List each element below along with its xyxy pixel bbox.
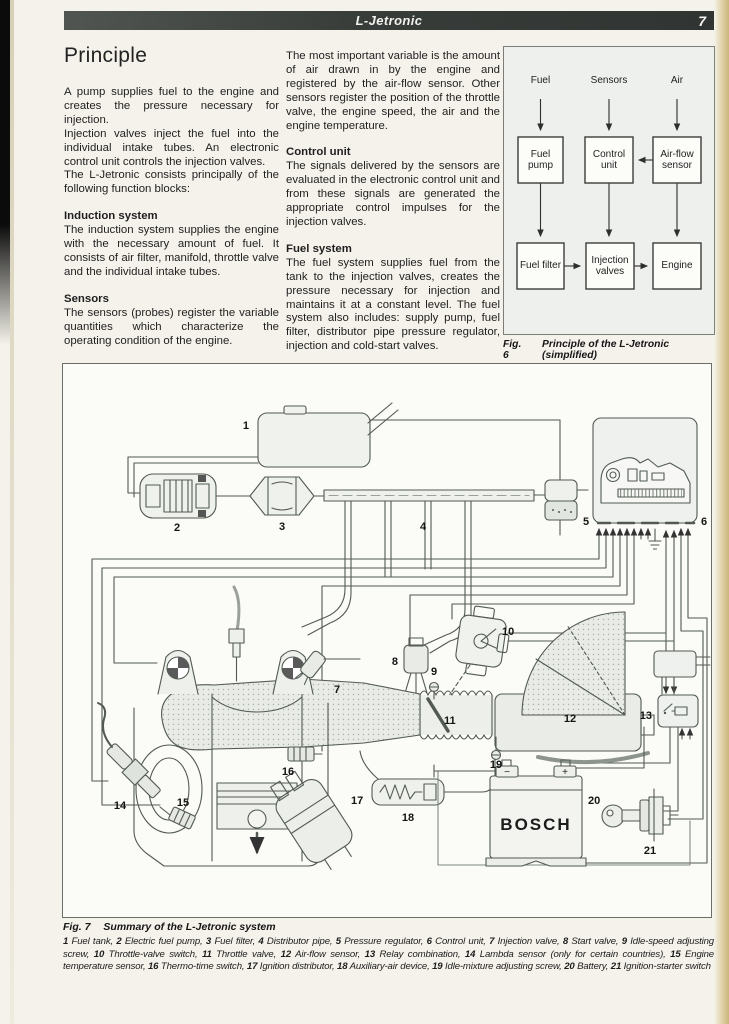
part-label-7: 7 <box>334 684 340 696</box>
legend-item: 16 Thermo-time switch, <box>148 961 247 973</box>
body-paragraph: The most important variable is the amoun… <box>286 50 500 132</box>
legend-item: 7 Injection valve, <box>489 936 563 947</box>
fig6-panel: Fuel Sensors Air Fuel pump Control unit … <box>503 46 715 335</box>
flow-label-fuel: Fuel <box>530 75 551 86</box>
part-label-3: 3 <box>279 521 285 533</box>
legend-item: 20 Battery, <box>564 961 611 973</box>
body-paragraph: The induction system supplies the engine… <box>64 224 279 278</box>
legend-item: 19 Idle-mixture adjusting screw, <box>432 961 565 973</box>
part-label-4: 4 <box>420 521 427 533</box>
header-bar: L-Jetronic 7 <box>64 11 714 30</box>
text-column-middle: The most important variable is the amoun… <box>286 50 500 354</box>
part-label-10: 10 <box>502 626 514 638</box>
part-label-13: 13 <box>640 710 652 722</box>
legend-item: 2 Electric fuel pump, <box>116 936 206 947</box>
scan-edge-left <box>0 0 10 345</box>
part-label-18: 18 <box>402 812 414 824</box>
fig7-caption: Fig. 7 Summary of the L-Jetronic system … <box>63 921 714 974</box>
battery-minus-sign: − <box>504 767 510 778</box>
section-heading-control-unit: Control unit <box>286 146 351 159</box>
page-number: 7 <box>698 12 706 29</box>
part-label-17: 17 <box>351 795 363 807</box>
body-paragraph: A pump supplies fuel to the engine and c… <box>64 86 279 126</box>
legend-item: 12 Air-flow sensor, <box>280 948 365 960</box>
fig7-illustration: 1 2 3 4 5 6 7 8 9 10 11 12 13 14 15 16 1… <box>62 363 712 918</box>
legend-item: 17 Ignition distributor, <box>246 961 338 973</box>
header-title: L-Jetronic <box>355 13 423 28</box>
fig7-caption-text: Summary of the L-Jetronic system <box>103 921 276 933</box>
block-fuel-pump: Fuel pump <box>527 148 553 172</box>
part-label-2: 2 <box>174 522 180 534</box>
part-label-21: 21 <box>644 845 656 857</box>
flow-label-air: Air <box>670 75 684 86</box>
legend-item: 1 Fuel tank, <box>63 936 117 947</box>
fig7-legend: 1 Fuel tank, 2 Electric fuel pump, 3 Fue… <box>63 936 714 974</box>
body-paragraph: The sensors (probes) register the variab… <box>64 306 279 347</box>
legend-item: 21 Ignition-starter switch <box>610 961 711 973</box>
legend-item: 15 Engine temperature sensor, <box>63 948 714 973</box>
part-label-5: 5 <box>583 516 589 528</box>
block-fuel-filter: Fuel filter <box>519 260 562 272</box>
legend-item: 14 Lambda sensor (only for certain count… <box>464 948 671 960</box>
part-label-8: 8 <box>392 656 398 668</box>
part-label-19: 19 <box>490 759 502 771</box>
legend-item: 8 Start valve, <box>562 936 622 947</box>
battery-brand-logo: BOSCH <box>500 815 571 834</box>
part-label-1: 1 <box>243 420 249 432</box>
body-paragraph: The L-Jetronic consists principally of t… <box>64 169 279 196</box>
part-label-11: 11 <box>444 715 456 727</box>
scan-crease <box>10 0 14 1024</box>
flow-label-sensors: Sensors <box>590 75 628 86</box>
legend-item: 4 Distributor pipe, <box>258 936 336 947</box>
fig6-caption-label: Fig. 6 <box>503 339 522 361</box>
fig7-part-labels: 1 2 3 4 5 6 7 8 9 10 11 12 13 14 15 16 1… <box>114 420 707 857</box>
legend-item: 6 Control unit, <box>426 936 490 947</box>
fig7-caption-label: Fig. 7 <box>63 921 91 933</box>
part-label-9: 9 <box>431 666 437 678</box>
section-heading-fuel-system: Fuel system <box>286 242 352 255</box>
battery-plus-sign: + <box>562 767 568 778</box>
part-label-6: 6 <box>701 516 707 528</box>
part-label-12: 12 <box>564 713 576 725</box>
legend-item: 13 Relay combination, <box>364 948 465 960</box>
section-heading-induction: Induction system <box>64 210 158 223</box>
part-label-20: 20 <box>588 795 600 807</box>
part-label-14: 14 <box>114 800 127 812</box>
fig6-diagram <box>516 99 702 290</box>
part-label-16: 16 <box>282 766 294 778</box>
part-label-15: 15 <box>177 797 189 809</box>
legend-item: 18 Auxiliary-air device, <box>337 961 433 973</box>
body-paragraph: Injection valves inject the fuel into th… <box>64 127 279 168</box>
legend-item: 3 Fuel filter, <box>205 936 259 947</box>
legend-item: 10 Throttle-valve switch, <box>93 948 202 960</box>
block-injection-valves: Injection valves <box>591 254 629 278</box>
scan-edge-right <box>714 0 729 1024</box>
body-paragraph: The signals delivered by the sensors are… <box>286 160 500 228</box>
fig6-caption-text: Principle of the L-Jetronic (simplified) <box>542 339 670 361</box>
text-column-left: A pump supplies fuel to the engine and c… <box>64 86 279 348</box>
legend-item: 11 Throttle valve, <box>201 948 281 960</box>
block-control-unit: Control unit <box>592 148 626 172</box>
section-heading-sensors: Sensors <box>64 292 109 305</box>
legend-item: 9 Idle-speed adjusting screw, <box>63 936 714 960</box>
page-title: Principle <box>64 44 148 67</box>
block-engine: Engine <box>661 260 693 272</box>
block-air-flow-sensor: Air-flow sensor <box>660 148 694 172</box>
body-paragraph: The fuel system supplies fuel from the t… <box>286 256 500 353</box>
fig6-caption: Fig. 6 Principle of the L-Jetronic (simp… <box>503 339 721 361</box>
legend-item: 5 Pressure regulator, <box>335 936 427 947</box>
fig7-drawing <box>91 402 711 871</box>
